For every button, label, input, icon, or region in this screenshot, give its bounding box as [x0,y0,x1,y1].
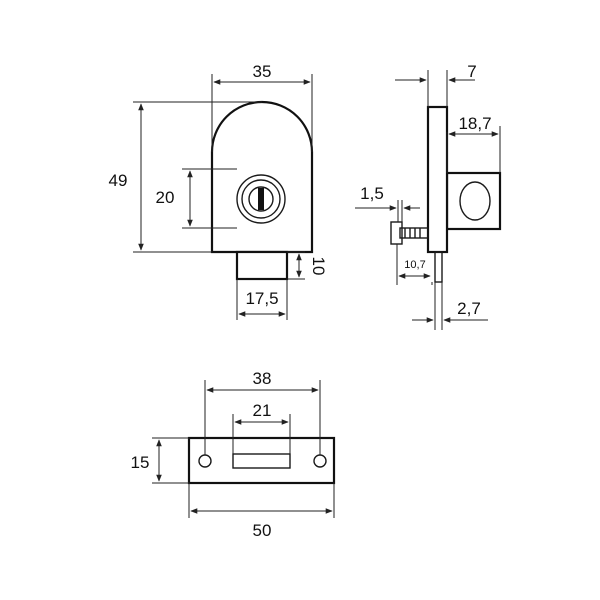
label-side-top: 7 [467,62,476,81]
strike-slot [232,453,291,469]
dim-stem-width: 17,5 [236,279,288,320]
label-strike-holes: 38 [253,369,272,388]
dim-front-width: 35 [211,62,313,152]
dim-strike-height: 15 [131,437,189,484]
lock-body-outline [210,100,314,254]
label-strike-width: 50 [253,521,272,540]
dim-strike-width: 50 [188,483,335,540]
lock-stem [235,250,289,281]
label-cylinder-height: 20 [156,188,175,207]
strike-plate-view: 38 21 15 50 [131,369,336,540]
front-view: 35 49 20 10 17,5 [109,62,328,320]
dim-side-bottom: 10,7 [396,244,433,285]
label-front-height: 49 [109,171,128,190]
dim-strike-slot: 21 [232,401,291,454]
label-front-width: 35 [253,62,272,81]
label-strike-height: 15 [131,453,150,472]
dim-stem-height: 10 [287,251,328,280]
side-view: 7 18,7 1,5 10,7 [355,62,502,330]
label-side-plate: 2,7 [457,299,481,318]
strike-plate-outline [187,436,336,485]
key-cylinder [236,174,286,224]
dim-cylinder-height: 20 [156,168,237,229]
label-side-bottom: 10,7 [404,259,425,271]
label-strike-slot: 21 [253,401,272,420]
dim-front-height: 49 [109,101,262,253]
side-front-plate [426,105,449,254]
keyhole-icon [258,188,264,210]
label-stem-width: 17,5 [245,289,278,308]
label-stem-height: 10 [309,257,328,276]
side-bolt [390,221,429,245]
dim-side-top: 7 [395,62,477,107]
side-cylinder-hole [459,181,491,221]
label-side-glass-gap: 1,5 [360,184,384,203]
dim-side-glass-gap: 1,5 [355,184,420,222]
dim-strike-holes: 38 [204,369,321,455]
label-side-depth: 18,7 [458,114,491,133]
side-bottom-plate [434,251,443,283]
dim-side-depth: 18,7 [446,114,501,173]
dim-side-plate: 2,7 [412,282,488,330]
